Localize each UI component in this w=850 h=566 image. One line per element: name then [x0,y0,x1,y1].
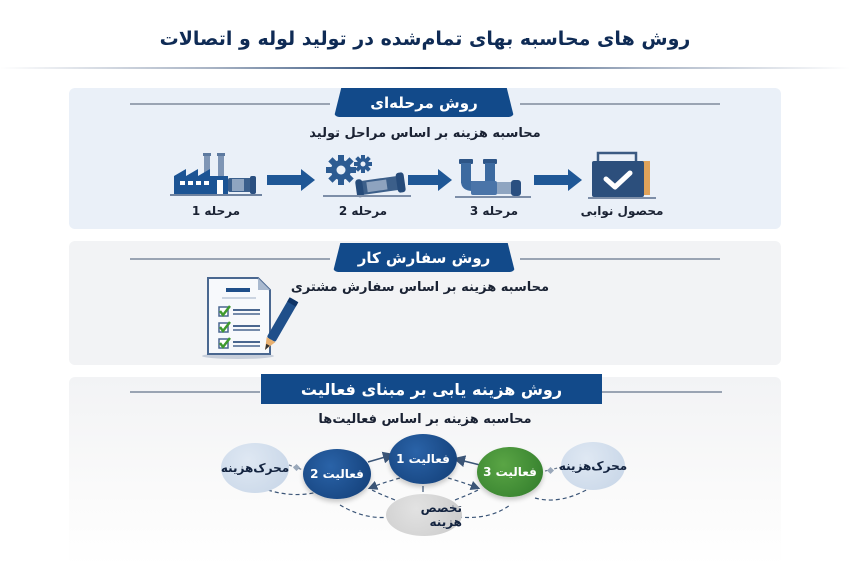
cost-driver-right-node: محرک‌هزینه [559,442,627,490]
step-1-label: مرحله 1 [191,204,241,218]
factory-icon [170,153,262,196]
heading-rule-left [130,391,260,393]
job-order-costing-subtitle: محاسبه هزینه بر اساس سفارش مشتری [290,280,550,295]
activity-2-node: فعالیت 2 [303,449,371,499]
heading-rule-right [520,103,720,105]
pipe-fittings-icon [455,159,531,198]
heading-rule-right [520,258,720,260]
cost-allocation-node: تخصص هزینه [386,494,462,536]
flow-arrow-icon [408,169,452,191]
cost-driver-left-node: محرک‌هزینه [221,443,289,493]
activity-1-node: فعالیت 1 [389,434,457,484]
heading-rule-right [602,391,722,393]
heading-rule-left [130,103,330,105]
flow-arrow-icon [534,169,582,191]
title-divider [0,67,850,69]
gears-pipe-icon [323,155,411,198]
activity-3-node: فعالیت 3 [477,447,543,497]
step-3-label: مرحله 3 [469,204,519,218]
step-2-label: مرحله 2 [338,204,388,218]
heading-rule-left [130,258,330,260]
activity-based-costing-subtitle: محاسبه هزینه بر اساس فعالیت‌ها [318,412,532,427]
process-costing-subtitle: محاسبه هزینه بر اساس مراحل تولید [309,126,541,141]
flow-arrow-icon [267,169,315,191]
finished-product-check-icon [588,151,656,199]
page-title: روش های محاسبه بهای تمام‌شده در تولید لو… [159,28,691,50]
activity-based-costing-heading: روش هزینه یابی بر مبنای فعالیت [261,374,602,404]
job-order-costing-heading: روش سفارش کار [333,243,515,272]
finished-product-label: محصول نوابی [580,204,664,218]
process-costing-heading: روش مرحله‌ای [334,88,514,117]
checklist-pencil-icon [202,277,299,359]
